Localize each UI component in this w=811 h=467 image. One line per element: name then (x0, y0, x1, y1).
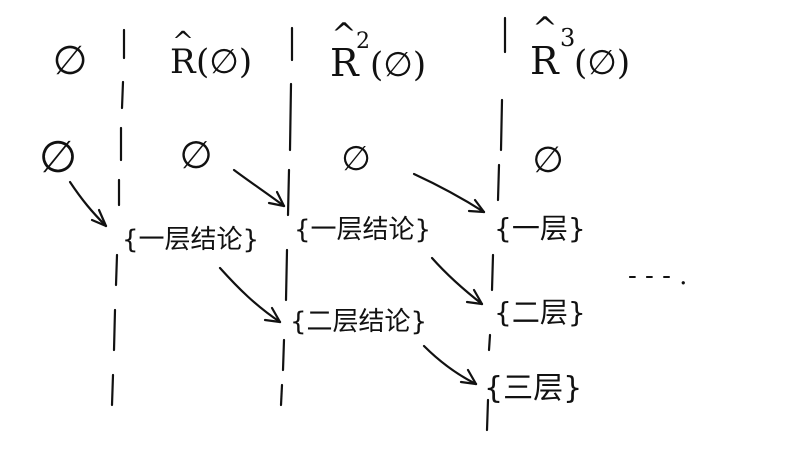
header-r2-empty: ^ R 2 (∅) (330, 17, 426, 85)
header-r-empty: ^ R (∅) (170, 27, 252, 82)
continuation-ellipsis: - - - . (628, 261, 687, 291)
header-r2-hat: ^ (331, 17, 356, 52)
header-r2-symbol: R (330, 41, 360, 85)
arrow-c1-empty-to-c2-layer1 (232, 168, 286, 208)
header-r3-empty: ^ R 3 (∅) (530, 11, 630, 83)
node-col3-layer1: {一层} (494, 212, 586, 245)
header-empty-set: ∅ (53, 38, 88, 84)
arrow-c1-layer1-to-c2-layer2 (218, 266, 282, 324)
header-r2-arg: (∅) (370, 45, 426, 85)
header-r-symbol: R (170, 42, 197, 82)
empty-set-col3: ∅ (532, 140, 563, 181)
header-r3-exponent: 3 (560, 24, 575, 52)
node-col3-layer2: {二层} (494, 296, 586, 329)
header-r3-hat: ^ (532, 11, 557, 46)
arrow-c2-layer2-to-c3-layer3 (422, 344, 478, 386)
header-r-hat: ^ (172, 27, 194, 57)
column-separator-1 (110, 28, 126, 407)
empty-set-col2: ∅ (341, 139, 371, 179)
column-separator-2 (279, 26, 294, 407)
arrow-c2-layer1-to-c3-layer2 (430, 256, 484, 306)
header-r2-exponent: 2 (356, 29, 370, 54)
node-col3-layer3: {三层} (484, 371, 582, 406)
node-col1-layer1: {一层结论} (122, 225, 259, 255)
arrow-c2-empty-to-c3-layer1 (412, 172, 486, 214)
arrow-empty-to-c1-layer1 (68, 180, 108, 228)
header-r3-arg: (∅) (574, 43, 630, 83)
header-r3-symbol: R (530, 39, 560, 83)
column-separator-3 (485, 16, 507, 432)
node-col2-layer2: {二层结论} (290, 307, 427, 337)
empty-set-col1: ∅ (179, 133, 212, 177)
header-r-arg: (∅) (196, 42, 252, 82)
node-col2-layer1: {一层结论} (294, 215, 431, 245)
empty-set-col0: ∅ (39, 132, 77, 183)
